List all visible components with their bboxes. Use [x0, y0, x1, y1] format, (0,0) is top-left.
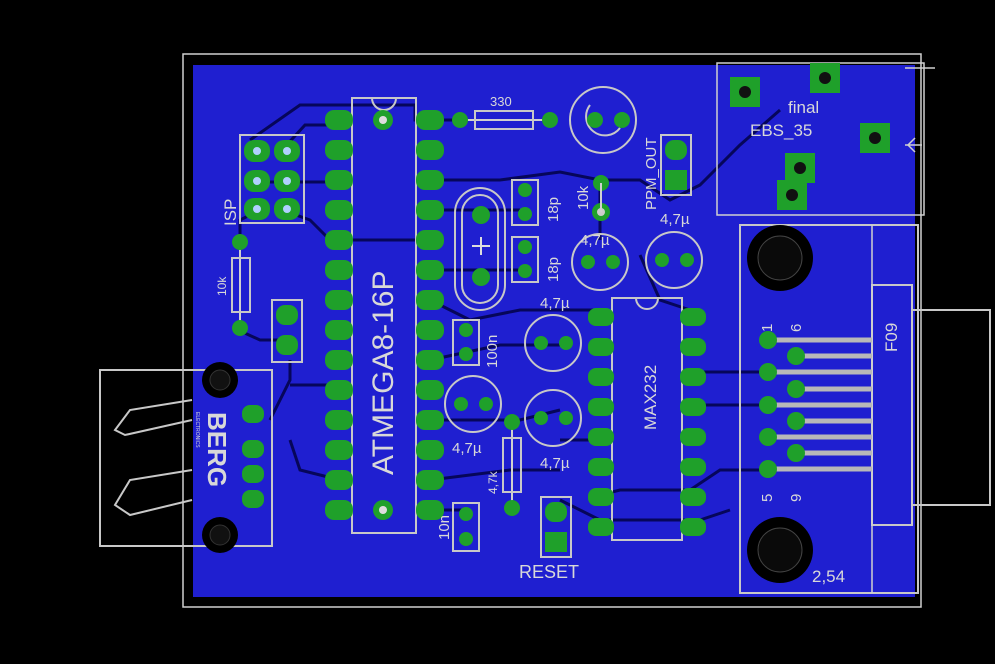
led: [569, 86, 637, 154]
cap47-5-label: 4,7µ: [540, 455, 570, 472]
ebs-receiver-block: final EBS_35: [716, 62, 935, 216]
r330-label: 330: [490, 94, 512, 109]
isp-header: ISP: [221, 134, 305, 226]
pin9-label: 9: [788, 494, 805, 502]
r10k-left-label: 10k: [215, 276, 229, 296]
resistor-47k: 4,7k: [486, 414, 522, 516]
c18p-b-label: 18p: [545, 257, 562, 282]
pitch-label: 2,54: [812, 567, 845, 586]
board-outline: [182, 53, 922, 608]
cap-47u-3: 4,7µ: [524, 295, 582, 372]
cap47-4-label: 4,7µ: [452, 440, 482, 457]
cap-47u-2: 4,7µ: [645, 211, 703, 289]
max232-label: MAX232: [641, 365, 660, 430]
jumper-2pin: [271, 299, 303, 363]
cap47-2-label: 4,7µ: [660, 211, 690, 228]
resistor-10k-left: 10k: [215, 234, 251, 336]
ebs-label: EBS_35: [750, 121, 812, 140]
pin5-label: 5: [759, 494, 776, 502]
crystal: [454, 187, 506, 311]
cap-100n: 100n: [452, 319, 501, 368]
atmega-chip: ATMEGA8-16P: [325, 97, 444, 534]
mcu-label: ATMEGA8-16P: [367, 270, 400, 475]
isp-label: ISP: [221, 199, 240, 226]
cap47-1-label: 4,7µ: [580, 232, 610, 249]
resistor-10k-top: 10k: [575, 175, 610, 221]
cap-18p-a: 18p: [511, 179, 562, 226]
dsub-connector: 1 6 5 9 F09 2,54: [739, 224, 991, 594]
c100n-label: 100n: [484, 335, 501, 368]
cap-47u-5: 4,7µ: [524, 389, 582, 472]
cap-18p-b: 18p: [511, 236, 562, 283]
c18p-a-label: 18p: [545, 197, 562, 222]
cap47-3-label: 4,7µ: [540, 295, 570, 312]
ppm-out-label: PPM_OUT: [643, 137, 660, 210]
ppm-out-header: PPM_OUT: [643, 134, 692, 210]
r47k-label: 4,7k: [486, 470, 500, 494]
berg-logo-text: BERG: [202, 412, 232, 487]
berg-sub-text: ELECTRONICS: [194, 412, 200, 448]
reset-header: RESET: [519, 496, 579, 582]
reset-label: RESET: [519, 562, 579, 582]
max232-chip: MAX232: [588, 297, 706, 541]
f09-label: F09: [882, 323, 901, 352]
pin1-label: 1: [759, 324, 776, 332]
c10n-label: 10n: [436, 515, 453, 540]
cap-47u-4: 4,7µ: [444, 375, 502, 457]
final-label: final: [788, 98, 819, 117]
cap-47u-1: 4,7µ: [571, 232, 629, 291]
usb-connector: BERG ELECTRONICS: [99, 362, 273, 553]
cap-10n: 10n: [436, 502, 480, 552]
r10k-top-label: 10k: [575, 185, 592, 210]
resistor-330: 330: [452, 94, 558, 130]
pin6-label: 6: [788, 324, 805, 332]
